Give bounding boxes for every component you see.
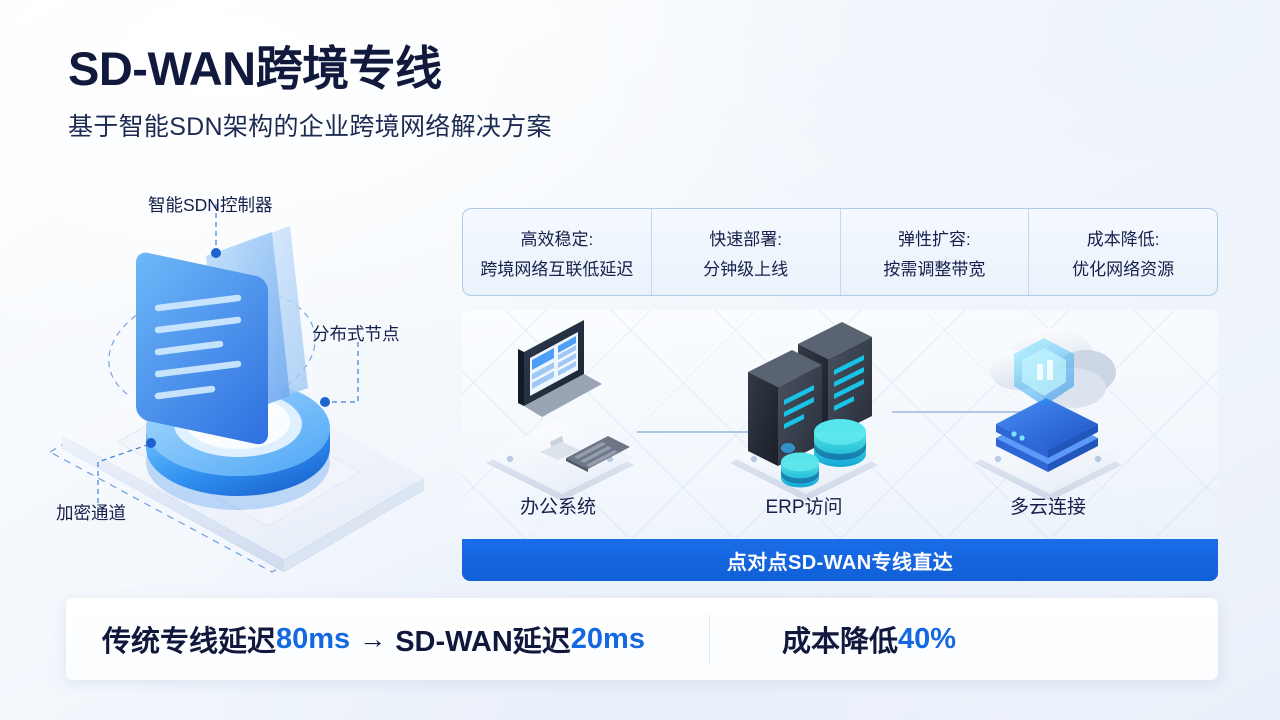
node-label-multicloud: 多云连接 <box>1009 497 1086 518</box>
stat-value: 40% <box>897 622 957 655</box>
node-label-office: 办公系统 <box>519 497 596 518</box>
stat-label: 成本降低 <box>781 626 898 658</box>
feature-title: 成本降低: <box>1086 229 1160 249</box>
feature-desc: 按需调整带宽 <box>883 259 986 279</box>
topology-graphic <box>486 320 1122 501</box>
feature-title: 高效稳定: <box>520 229 594 249</box>
stat-value-before: 80ms <box>276 622 351 655</box>
label-encrypted-tunnel: 加密通道 <box>56 503 126 523</box>
feature-desc: 优化网络资源 <box>1072 259 1175 279</box>
cloud-shield-icon <box>974 328 1122 501</box>
topology-banner: 点对点SD-WAN专线直达 <box>462 539 1218 581</box>
label-sdn-controller: 智能SDN控制器 <box>148 195 273 215</box>
stats-bar: 传统专线延迟 80ms → SD-WAN延迟 20ms 成本降低 40% <box>66 598 1218 680</box>
stat-arrow-icon: → <box>359 623 387 654</box>
stat-value-after: 20ms <box>570 622 645 655</box>
feature-item-3: 成本降低: 优化网络资源 <box>1029 209 1217 295</box>
desktop-monitor-icon <box>486 320 634 501</box>
stat-latency: 传统专线延迟 80ms → SD-WAN延迟 20ms <box>102 618 645 660</box>
feature-item-2: 弹性扩容: 按需调整带宽 <box>841 209 1030 295</box>
feature-title: 弹性扩容: <box>898 229 971 249</box>
label-distributed-node: 分布式节点 <box>312 324 400 344</box>
feature-desc: 分钟级上线 <box>703 259 789 279</box>
feature-item-0: 高效稳定: 跨境网络互联低延迟 <box>463 209 652 295</box>
page-title: SD-WAN跨境专线 <box>68 42 442 95</box>
stat-label: 传统专线延迟 <box>102 626 277 658</box>
feature-desc: 跨境网络互联低延迟 <box>480 259 634 279</box>
sdn-controller-illustration: 智能SDN控制器 分布式节点 加密通道 <box>40 190 470 580</box>
page-subtitle: 基于智能SDN架构的企业跨境网络解决方案 <box>68 112 552 141</box>
topology-panel: 办公系统 ERP访问 多云连接 点对点SD-WAN专线直达 <box>462 310 1218 581</box>
sdn-illustration-graphic <box>48 204 424 573</box>
stat-label-after: SD-WAN延迟 <box>395 626 571 658</box>
header: SD-WAN跨境专线 基于智能SDN架构的企业跨境网络解决方案 <box>68 42 552 143</box>
server-rack-icon <box>730 322 878 501</box>
stats-divider <box>708 615 710 663</box>
topology-stage: 办公系统 ERP访问 多云连接 <box>462 310 1218 526</box>
node-label-erp: ERP访问 <box>765 497 843 518</box>
stat-cost: 成本降低 40% <box>782 618 956 660</box>
feature-item-1: 快速部署: 分钟级上线 <box>652 209 841 295</box>
feature-title: 快速部署: <box>709 229 782 249</box>
feature-highlights: 高效稳定: 跨境网络互联低延迟 快速部署: 分钟级上线 弹性扩容: 按需调整带宽… <box>462 208 1218 296</box>
